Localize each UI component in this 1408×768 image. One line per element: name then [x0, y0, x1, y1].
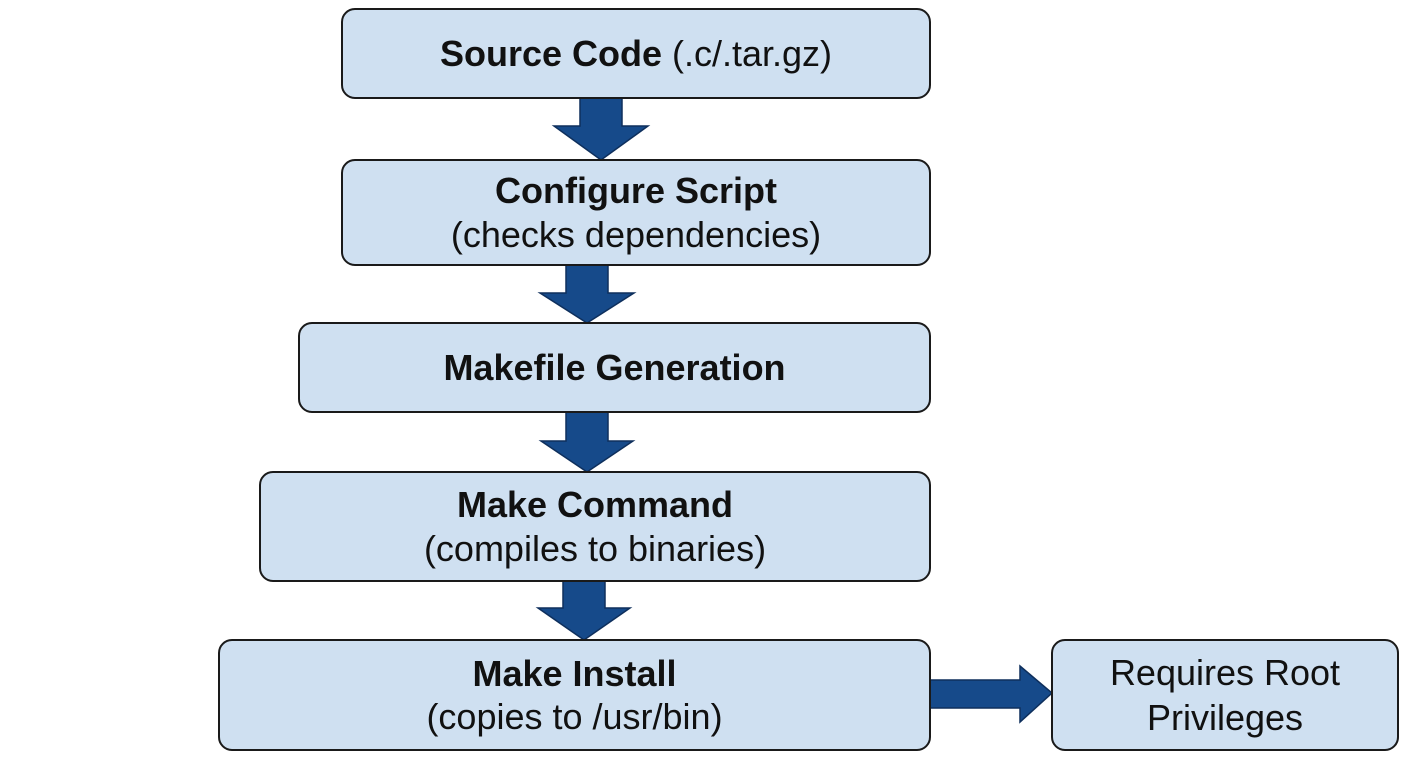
node-root-privileges-line2: Privileges: [1146, 697, 1304, 738]
node-configure-script-subtitle: (checks dependencies): [450, 213, 822, 255]
arrow-makefile-to-make: [538, 411, 636, 473]
node-make-install: Make Install (copies to /usr/bin): [218, 639, 931, 751]
node-configure-script-title: Configure Script: [494, 170, 777, 212]
node-make-install-subtitle: (copies to /usr/bin): [426, 696, 723, 737]
node-source-code: Source Code (.c/.tar.gz): [341, 8, 931, 99]
node-makefile-generation: Makefile Generation: [298, 322, 931, 413]
arrow-source-to-configure: [551, 97, 651, 161]
arrow-configure-to-makefile: [537, 264, 637, 324]
node-configure-script: Configure Script (checks dependencies): [341, 159, 931, 266]
node-source-code-subtitle: (.c/.tar.gz): [672, 32, 833, 74]
arrow-make-to-install: [535, 580, 633, 641]
node-makefile-generation-title: Makefile Generation: [443, 346, 786, 388]
node-make-command: Make Command (compiles to binaries): [259, 471, 931, 582]
node-make-command-subtitle: (compiles to binaries): [423, 527, 767, 569]
node-root-privileges-line1: Requires Root: [1109, 652, 1341, 693]
node-source-code-label: Source Code (.c/.tar.gz): [440, 32, 832, 75]
node-source-code-title: Source Code: [439, 32, 662, 74]
node-root-privileges: Requires Root Privileges: [1051, 639, 1399, 751]
node-make-command-title: Make Command: [456, 484, 734, 526]
node-make-install-title: Make Install: [472, 652, 677, 694]
arrow-install-to-root: [929, 664, 1054, 724]
